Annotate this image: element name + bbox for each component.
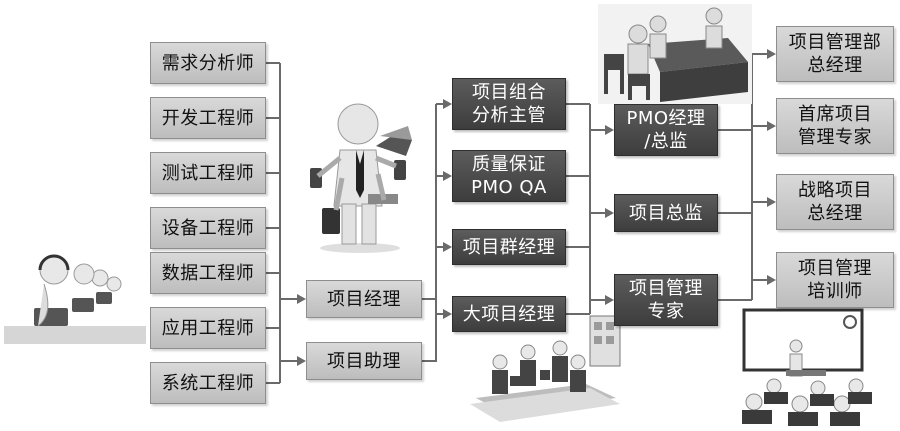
- role-program-manager: 项目群经理: [452, 229, 566, 265]
- role-pm-trainer: 项目管理 培训师: [776, 252, 894, 308]
- arrow-to-pmo-1: [605, 208, 614, 218]
- meeting-table-illustration: [598, 4, 752, 104]
- role-project-director: 项目总监: [614, 194, 718, 232]
- arrow-to-middle-3: [443, 309, 452, 319]
- role-pm-department-gm: 项目管理部 总经理: [776, 26, 894, 82]
- arrow-to-exec-3: [767, 275, 776, 285]
- role-strategic-project-gm: 战略项目 总经理: [776, 174, 894, 230]
- role-data-engineer: 数据工程师: [150, 252, 266, 294]
- arrow-to-middle-2: [443, 242, 452, 252]
- role-application-engineer: 应用工程师: [150, 307, 266, 349]
- multitasking-manager-illustration: [310, 103, 412, 253]
- role-equipment-engineer: 设备工程师: [150, 207, 266, 249]
- role-project-assistant: 项目助理: [306, 342, 422, 380]
- role-project-manager: 项目经理: [306, 280, 422, 318]
- arrow-to-exec-1: [767, 121, 776, 131]
- call-center-illustration: [4, 254, 146, 344]
- role-major-project-manager: 大项目经理: [452, 296, 566, 332]
- arrow-to-middle-0: [443, 99, 452, 109]
- role-portfolio-analysis-lead: 项目组合 分析主管: [452, 78, 566, 130]
- role-test-engineer: 测试工程师: [150, 152, 266, 194]
- connector-assistant-out: [422, 314, 437, 362]
- arrow-to-exec-0: [767, 49, 776, 59]
- role-system-engineer: 系统工程师: [150, 362, 266, 404]
- arrow-to-project-assistant: [297, 356, 306, 366]
- arrow-to-exec-2: [767, 197, 776, 207]
- role-quality-assurance-pmo-qa: 质量保证 PMO QA: [452, 150, 566, 202]
- training-classroom-illustration: [742, 308, 872, 426]
- arrow-to-pmo-0: [605, 125, 614, 135]
- arrow-to-middle-1: [443, 171, 452, 181]
- arrow-to-pmo-2: [605, 295, 614, 305]
- role-pm-expert: 项目管理 专家: [614, 274, 718, 326]
- role-requirements-analyst: 需求分析师: [150, 42, 266, 84]
- role-pmo-manager-director: PMO经理 /总监: [614, 104, 718, 156]
- role-chief-pm-expert: 首席项目 管理专家: [776, 98, 894, 154]
- role-developer: 开发工程师: [150, 97, 266, 139]
- office-team-illustration: [470, 315, 621, 422]
- arrow-to-project-manager: [297, 294, 306, 304]
